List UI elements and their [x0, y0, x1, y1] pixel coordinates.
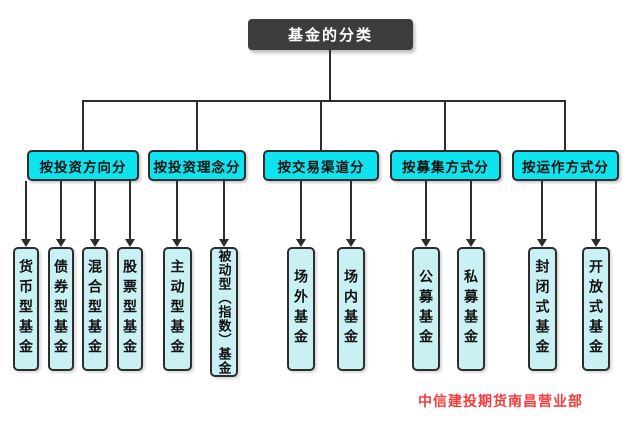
- leaf-node-bond-fund: 债券型基金: [48, 247, 74, 371]
- arrow-line: [300, 181, 302, 240]
- arrow-line: [176, 181, 178, 240]
- leaf-label: 封闭式基金: [534, 259, 551, 359]
- leaf-label: 私募基金: [463, 269, 479, 349]
- connector-drop-line: [444, 100, 446, 150]
- arrow-head-icon: [219, 239, 229, 247]
- connector-horizontal-line: [83, 100, 566, 102]
- arrow-head-icon: [56, 239, 66, 247]
- connector-drop-line: [564, 100, 566, 150]
- leaf-label: 场外基金: [293, 269, 309, 349]
- arrow-head-icon: [21, 239, 31, 247]
- arrow-line: [60, 181, 62, 240]
- leaf-node-passive-index-fund: 被动型（指数）基金: [210, 247, 238, 377]
- leaf-node-exchange-fund: 场内基金: [337, 247, 365, 371]
- leaf-label: 公募基金: [418, 269, 434, 349]
- leaf-label: 货币型基金: [18, 259, 34, 359]
- arrow-head-icon: [296, 239, 306, 247]
- arrow-head-icon: [421, 239, 431, 247]
- arrow-line: [595, 181, 597, 240]
- category-label: 按投资方向分: [39, 159, 127, 175]
- category-node-fundraising-method: 按募集方式分: [390, 150, 501, 181]
- arrow-line: [350, 181, 352, 240]
- category-label: 按运作方式分: [522, 159, 609, 175]
- arrow-head-icon: [125, 239, 135, 247]
- category-node-operation-mode: 按运作方式分: [512, 150, 619, 181]
- category-label: 按募集方式分: [402, 159, 489, 175]
- connector-drop-line: [320, 100, 322, 150]
- arrow-head-icon: [591, 239, 601, 247]
- leaf-node-otc-fund: 场外基金: [287, 247, 315, 371]
- root-node-label: 基金的分类: [287, 27, 373, 44]
- arrow-head-icon: [346, 239, 356, 247]
- watermark-text: 中信建投期货南昌营业部: [418, 393, 583, 409]
- arrow-line: [425, 181, 427, 240]
- leaf-node-money-fund: 货币型基金: [13, 247, 39, 371]
- leaf-node-closed-end-fund: 封闭式基金: [528, 247, 557, 371]
- arrow-head-icon: [537, 239, 547, 247]
- leaf-node-hybrid-fund: 混合型基金: [82, 247, 108, 371]
- leaf-label: 开放式基金: [588, 259, 604, 359]
- connector-drop-line: [196, 100, 198, 150]
- root-node: 基金的分类: [248, 19, 413, 50]
- arrow-line: [25, 181, 27, 240]
- connector-trunk-line: [329, 50, 331, 100]
- category-node-investment-direction: 按投资方向分: [27, 150, 139, 181]
- connector-drop-line: [82, 100, 84, 150]
- arrow-line: [129, 181, 131, 240]
- leaf-label: 被动型（指数）基金: [216, 249, 232, 375]
- leaf-node-private-fund: 私募基金: [457, 247, 485, 371]
- category-node-investment-philosophy: 按投资理念分: [148, 150, 246, 181]
- leaf-node-stock-fund: 股票型基金: [117, 247, 143, 371]
- category-label: 按投资理念分: [153, 159, 241, 175]
- arrow-line: [94, 181, 96, 240]
- leaf-label: 混合型基金: [87, 259, 103, 359]
- leaf-label: 主动型基金: [169, 259, 186, 359]
- arrow-head-icon: [466, 239, 476, 247]
- arrow-line: [470, 181, 472, 240]
- leaf-node-open-end-fund: 开放式基金: [582, 247, 610, 371]
- arrow-line: [223, 181, 225, 240]
- arrow-head-icon: [172, 239, 182, 247]
- leaf-label: 债券型基金: [53, 259, 69, 359]
- leaf-label: 场内基金: [343, 269, 359, 349]
- arrow-head-icon: [90, 239, 100, 247]
- leaf-node-public-fund: 公募基金: [412, 247, 440, 371]
- arrow-line: [541, 181, 543, 240]
- category-label: 按交易渠道分: [277, 159, 365, 175]
- leaf-label: 股票型基金: [122, 259, 138, 359]
- category-node-trading-channel: 按交易渠道分: [263, 150, 379, 181]
- leaf-node-active-fund: 主动型基金: [163, 247, 192, 371]
